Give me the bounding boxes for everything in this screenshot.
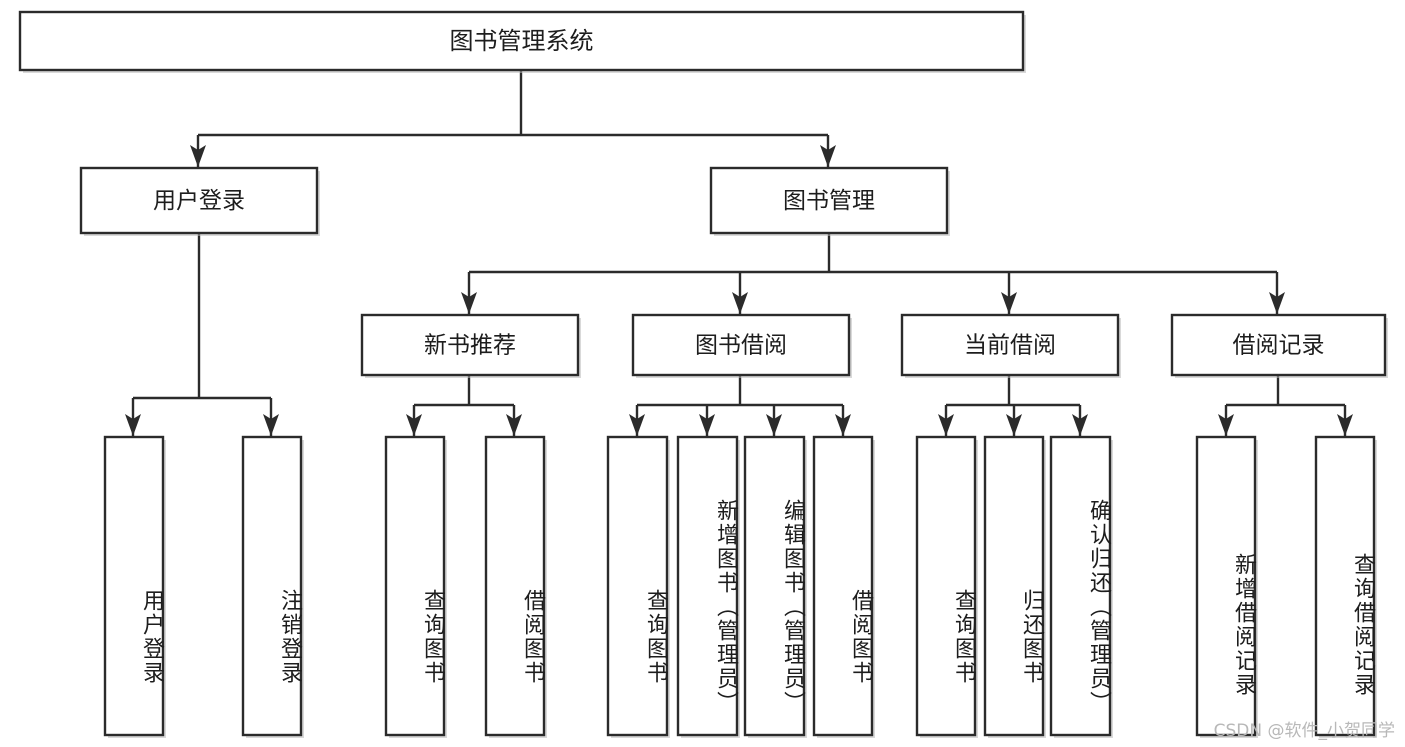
arrow-head-icon: [125, 414, 141, 436]
node-user-login-box[interactable]: [79, 166, 319, 235]
node-leaf-user-login-box[interactable]: [103, 435, 165, 737]
arrow-head-icon: [835, 414, 851, 436]
node-new-book-rec-box[interactable]: [360, 313, 580, 377]
node-leaf-query-record-box[interactable]: [1314, 435, 1376, 737]
arrow-head-icon: [406, 414, 422, 436]
arrow-head-icon: [1337, 414, 1353, 436]
node-book-manage-box[interactable]: [709, 166, 949, 235]
node-root-box[interactable]: [18, 10, 1025, 72]
node-leaf-add-book-box[interactable]: [676, 435, 739, 737]
node-new-book-rec-label: 新书推荐: [424, 333, 516, 359]
node-borrow-record-label: 借阅记录: [1233, 333, 1325, 359]
node-leaf-borrow-book-1-box[interactable]: [484, 435, 546, 737]
csdn-watermark: CSDN @软件_小贺同学: [1213, 721, 1395, 741]
node-book-manage-label: 图书管理: [783, 188, 875, 214]
node-root-label: 图书管理系统: [450, 27, 594, 55]
node-current-borrow-box[interactable]: [900, 313, 1120, 377]
node-leaf-query-book-1-box[interactable]: [384, 435, 446, 737]
arrow-head-icon: [1072, 414, 1088, 436]
arrow-head-icon: [938, 414, 954, 436]
node-leaf-logout-box[interactable]: [241, 435, 303, 737]
arrow-head-icon: [1218, 414, 1234, 436]
connector-layer: [125, 70, 1353, 436]
arrow-head-icon: [820, 145, 836, 167]
node-current-borrow-label: 当前借阅: [964, 333, 1056, 359]
node-leaf-borrow-book-2-box[interactable]: [812, 435, 874, 737]
arrow-head-icon: [263, 414, 279, 436]
arrow-head-icon: [461, 292, 477, 314]
node-user-login-label: 用户登录: [153, 188, 245, 214]
arrow-head-icon: [1006, 414, 1022, 436]
arrow-head-icon: [506, 414, 522, 436]
node-leaf-add-record-box[interactable]: [1195, 435, 1257, 737]
node-leaf-query-book-2-box[interactable]: [606, 435, 669, 737]
node-leaf-edit-book-box[interactable]: [743, 435, 806, 737]
arrow-head-icon: [766, 414, 782, 436]
arrow-head-icon: [1269, 292, 1285, 314]
arrow-head-icon: [732, 292, 748, 314]
node-book-borrow-label: 图书借阅: [695, 333, 787, 359]
node-borrow-record-box[interactable]: [1170, 313, 1387, 377]
node-leaf-confirm-return-box[interactable]: [1049, 435, 1112, 737]
arrow-head-icon: [1001, 292, 1017, 314]
arrow-head-icon: [190, 145, 206, 167]
node-leaf-query-book-3-box[interactable]: [915, 435, 977, 737]
arrow-head-icon: [629, 414, 645, 436]
arrow-head-icon: [699, 414, 715, 436]
node-book-borrow-box[interactable]: [631, 313, 851, 377]
node-leaf-return-book-box[interactable]: [983, 435, 1045, 737]
